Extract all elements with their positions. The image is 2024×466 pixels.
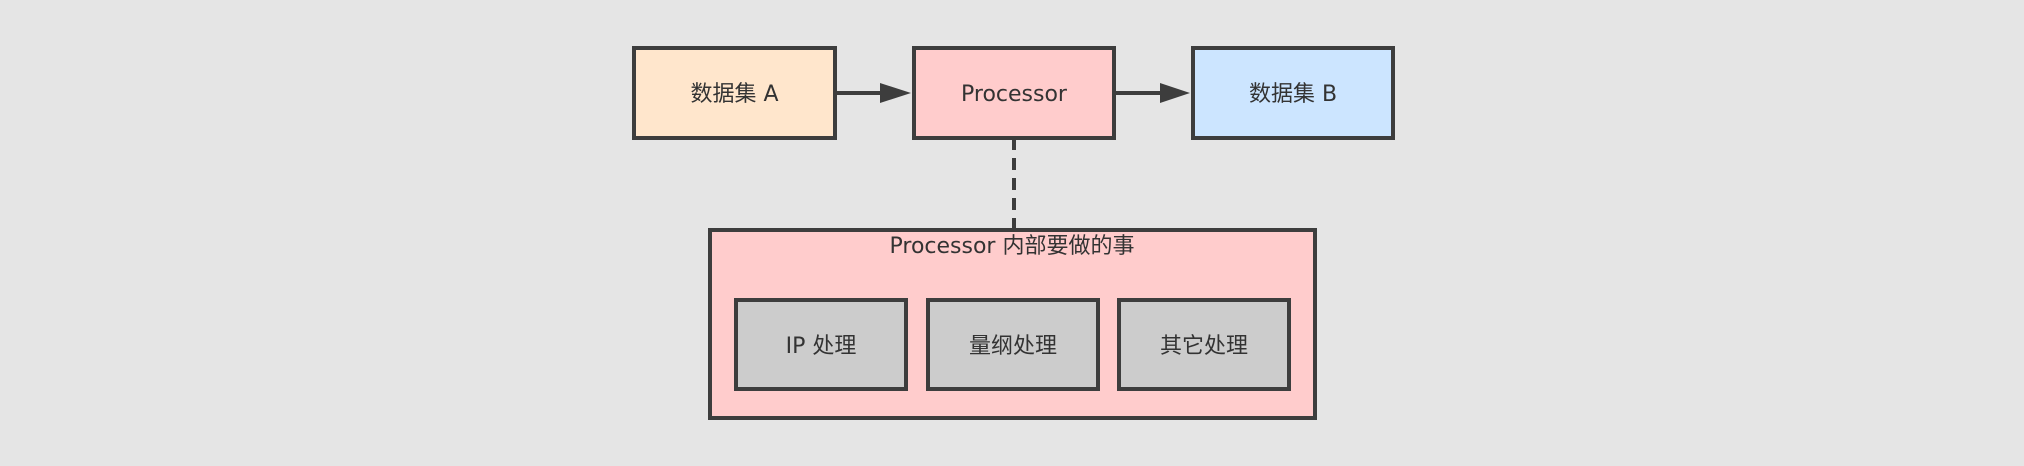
step-other-box	[1117, 298, 1291, 391]
step-other: 其它处理	[1117, 298, 1291, 391]
node-processor: Processor	[912, 46, 1116, 140]
node-dataset-a-box	[632, 46, 837, 140]
step-other-label: 其它处理	[1160, 334, 1248, 359]
node-processor-box	[912, 46, 1116, 140]
processor-internals-group: Processor 内部要做的事 IP 处理 量纲处理 其它处理	[708, 228, 1317, 420]
arrowhead-icon	[880, 83, 911, 103]
node-dataset-a: 数据集 A	[632, 46, 837, 140]
step-ip-box	[734, 298, 908, 391]
arrowhead-icon	[1160, 83, 1190, 103]
group-title: Processor 内部要做的事	[890, 234, 1135, 259]
step-ip: IP 处理	[734, 298, 908, 391]
node-processor-label: Processor	[961, 82, 1068, 107]
edge-processor-to-dataset-b	[1114, 83, 1190, 103]
node-dataset-b-box	[1191, 46, 1395, 140]
node-dataset-b-label: 数据集 B	[1249, 82, 1337, 107]
node-dataset-a-label: 数据集 A	[690, 82, 778, 107]
step-dimension: 量纲处理	[926, 298, 1100, 391]
edge-dataset-a-to-processor	[835, 83, 911, 103]
step-dimension-label: 量纲处理	[969, 334, 1057, 359]
node-dataset-b: 数据集 B	[1191, 46, 1395, 140]
step-ip-label: IP 处理	[786, 334, 857, 359]
step-dimension-box	[926, 298, 1100, 391]
